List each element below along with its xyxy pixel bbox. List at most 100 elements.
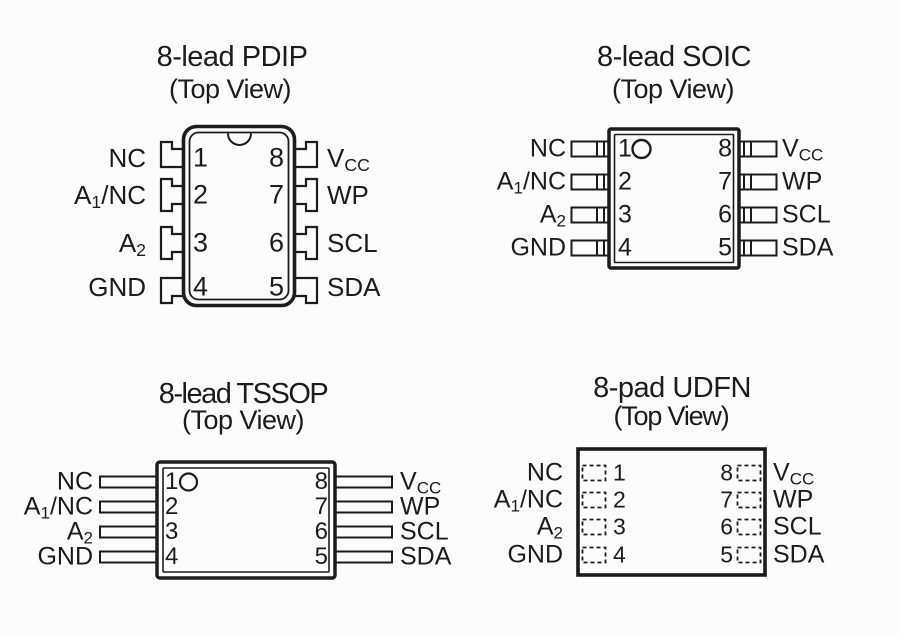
label-text: SDA bbox=[782, 233, 834, 262]
udfn-pad5-number: 5 bbox=[720, 541, 733, 568]
udfn-package bbox=[576, 447, 767, 577]
tssop-pin6-number: 6 bbox=[314, 518, 328, 545]
tssop-body-inner-line bbox=[162, 467, 330, 573]
label-text: A bbox=[539, 200, 557, 229]
label-subscript: 1 bbox=[91, 191, 102, 212]
label-text: A bbox=[493, 485, 511, 514]
soic-package bbox=[570, 127, 778, 270]
pdip-pin6-lead bbox=[292, 225, 319, 261]
tssop-subtitle: (Top View) bbox=[181, 405, 305, 435]
pdip-pin1-number: 1 bbox=[193, 142, 209, 173]
label-text: A bbox=[66, 517, 84, 546]
tssop-pin1-label: NC bbox=[57, 469, 93, 495]
tssop-body-outline bbox=[155, 460, 337, 580]
label-text: /NC bbox=[49, 492, 93, 521]
label-text: SDA bbox=[327, 272, 381, 302]
soic-pin6-label: SCL bbox=[782, 200, 831, 229]
udfn-pad2-label: A1/NC bbox=[493, 485, 563, 514]
tssop-pin7-label: WP bbox=[400, 492, 441, 521]
label-subscript: 2 bbox=[136, 239, 146, 260]
label-text: GND bbox=[88, 272, 146, 302]
udfn-pad6-number: 6 bbox=[720, 513, 733, 540]
label-text: V bbox=[782, 134, 799, 163]
label-subscript: 1 bbox=[40, 503, 50, 523]
label-text: V bbox=[400, 467, 417, 496]
label-text: SCL bbox=[782, 200, 831, 229]
label-subscript: CC bbox=[798, 145, 824, 165]
tssop-pin2-number: 2 bbox=[165, 493, 179, 520]
udfn-pad3-label: A2 bbox=[536, 512, 563, 543]
pdip-pin5-label: SDA bbox=[327, 274, 380, 300]
tssop-pin1-number: 1 bbox=[165, 468, 179, 495]
label-text: NC bbox=[108, 143, 146, 173]
soic-pin6-number: 6 bbox=[718, 200, 732, 229]
udfn-body-outline bbox=[576, 447, 767, 577]
label-text: /NC bbox=[519, 485, 563, 514]
tssop-pin1-marker bbox=[178, 472, 199, 492]
label-text: WP bbox=[782, 167, 823, 196]
udfn-pad6-label: SCL bbox=[773, 512, 822, 541]
tssop-pin3-number: 3 bbox=[165, 518, 179, 545]
soic-pin3-number: 3 bbox=[618, 200, 632, 229]
label-text: WP bbox=[773, 485, 814, 514]
tssop-pin4-number: 4 bbox=[165, 543, 179, 570]
soic-pin5-label: SDA bbox=[782, 233, 834, 262]
udfn-pad1-label: NC bbox=[527, 460, 563, 486]
label-text: SCL bbox=[400, 517, 449, 546]
tssop-pin5-number: 5 bbox=[314, 543, 328, 570]
pdip-pin8-lead bbox=[292, 140, 319, 169]
udfn-pad4-number: 4 bbox=[613, 541, 626, 568]
label-text: GND bbox=[37, 542, 93, 571]
soic-title: 8-lead SOIC bbox=[596, 41, 752, 73]
label-subscript: CC bbox=[416, 478, 442, 498]
label-text: A bbox=[496, 167, 514, 196]
pdip-pin4-number: 4 bbox=[193, 271, 209, 302]
soic-pin8-number: 8 bbox=[718, 134, 732, 163]
soic-pin2-number: 2 bbox=[618, 167, 632, 196]
udfn-pads bbox=[581, 464, 762, 564]
label-text: /NC bbox=[101, 180, 146, 210]
label-text: A bbox=[23, 492, 41, 521]
pdip-package bbox=[159, 124, 319, 308]
soic-pin5-number: 5 bbox=[718, 233, 732, 262]
pdip-body-outline bbox=[181, 124, 297, 308]
pdip-pin2-lead bbox=[159, 177, 186, 213]
label-subscript: CC bbox=[344, 154, 370, 175]
udfn-pad2-number: 2 bbox=[613, 486, 626, 513]
pdip-pin2-number: 2 bbox=[193, 179, 209, 210]
label-text: WP bbox=[400, 492, 441, 521]
label-text: SDA bbox=[773, 540, 825, 569]
pdip-pin8-label: VCC bbox=[327, 145, 370, 174]
tssop-pin8-number: 8 bbox=[314, 468, 328, 495]
udfn-pad8-label: VCC bbox=[773, 460, 814, 487]
label-text: A bbox=[536, 512, 554, 541]
pdip-pin3-lead bbox=[159, 225, 186, 261]
pdip-pin4-lead bbox=[159, 276, 186, 305]
pdip-pin7-number: 7 bbox=[268, 179, 284, 210]
label-text: GND bbox=[507, 540, 563, 569]
udfn-title: 8-pad UDFN bbox=[593, 372, 751, 404]
tssop-pin8-label: VCC bbox=[400, 467, 442, 498]
udfn-subtitle: (Top View) bbox=[613, 401, 729, 431]
label-subscript: 2 bbox=[556, 211, 566, 231]
pdip-body-inner-line bbox=[188, 131, 290, 301]
pdip-pin7-lead bbox=[292, 177, 319, 213]
soic-subtitle: (Top View) bbox=[611, 74, 735, 104]
tssop-title: 8-lead TSSOP bbox=[158, 378, 329, 410]
pdip-pin5-number: 5 bbox=[268, 271, 284, 302]
udfn-pad7-label: WP bbox=[773, 485, 814, 514]
soic-pin4-label: GND bbox=[510, 235, 566, 261]
tssop-pin4-label: GND bbox=[37, 542, 93, 571]
pdip-pin1-lead bbox=[159, 140, 186, 169]
label-subscript: 2 bbox=[553, 523, 563, 543]
pdip-notch bbox=[227, 133, 252, 146]
pdip-pin5-lead bbox=[292, 276, 319, 305]
udfn-pad1-number: 1 bbox=[613, 459, 626, 486]
label-subscript: 2 bbox=[83, 528, 93, 548]
label-text: SCL bbox=[773, 512, 822, 541]
soic-pin7-label: WP bbox=[782, 167, 823, 196]
soic-body-outline bbox=[607, 127, 741, 270]
label-text: /NC bbox=[522, 167, 566, 196]
